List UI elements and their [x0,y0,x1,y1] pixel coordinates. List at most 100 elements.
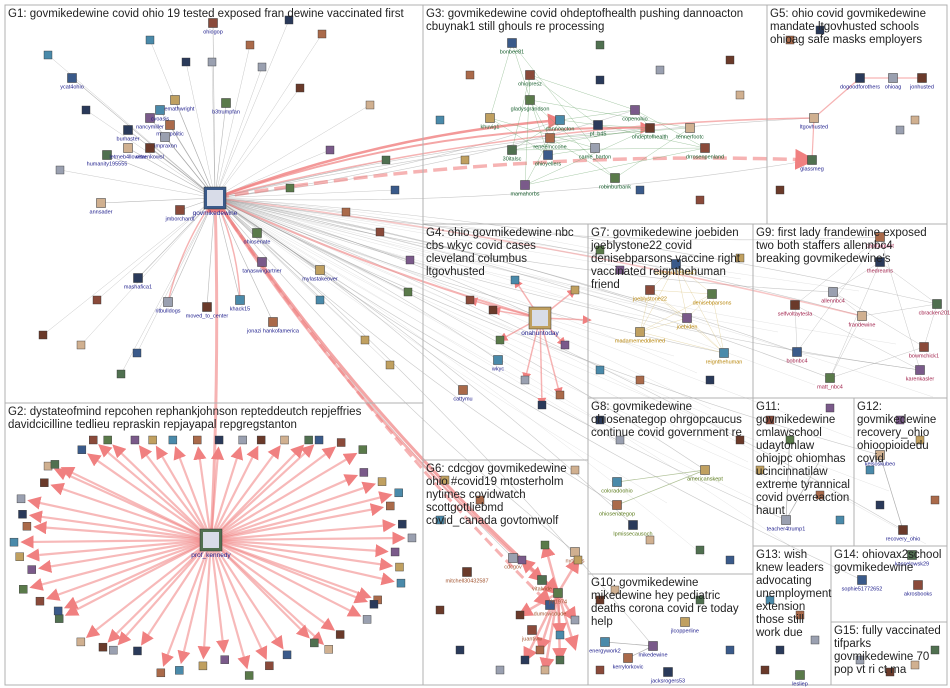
edge-38 [42,197,216,336]
edge-150 [155,445,212,541]
edge-115 [210,538,395,586]
node-label: reneemccone [533,145,566,151]
node-madamemeddlemed: madamemeddlemed [615,327,665,345]
node-avatar [252,228,262,238]
edge-53 [214,109,636,199]
edge-235 [711,293,725,354]
node-label: hartsara0252347 [655,271,697,277]
node-label: ohioag [885,85,902,91]
edge-55 [214,159,813,201]
leaf-node-45 [314,435,324,445]
edge-6 [137,197,216,279]
edge-249 [556,592,579,651]
leaf-node-5 [362,615,372,624]
leaf-node-148 [595,595,605,605]
edge-37 [59,169,216,199]
leaf-node-158 [435,605,445,615]
edge-114 [210,538,394,571]
leaf-node-129 [785,435,795,445]
edge-226 [675,263,688,319]
node-label: mikedewine [638,653,667,659]
node-avatar [663,667,673,677]
node-label: tanaswingartner [242,269,281,275]
node-label: matt_nbc4 [817,385,843,391]
leaf-node-50 [394,488,403,498]
node-mitchell30432587: mitchell30432587 [445,567,489,585]
leaf-node-14 [175,666,184,675]
edge-97 [214,197,661,321]
leaf-node-34 [89,435,98,445]
leaf-node-17 [109,645,118,655]
node-jonazi-hankofamerica: jonazi hankofamerica [246,317,300,335]
node-mylastakeover: mylastakeover [302,265,338,283]
node-mamahorbs: mamahorbs [510,180,540,198]
edge-125 [209,539,230,654]
node-mayapolitic: mayapolitic [156,120,184,138]
edge-94 [214,197,890,492]
node-recovery-ohio: recovery_ohio [886,525,920,543]
node-label: govmikedewine [193,210,238,217]
node-ohiosenategop: ohiosenategop [599,500,635,518]
leaf-node-115 [910,115,920,125]
node-avatar [123,143,133,153]
node-avatar [648,641,658,651]
edge-39 [80,197,216,346]
node-label: ohdeptofhealth [632,135,668,141]
leaf-node-0 [390,547,400,557]
leaf-node-101 [460,155,470,165]
node-label: nancymiller [136,125,164,131]
edge-112 [206,194,225,541]
leaf-node-76 [325,145,335,155]
node-avatar [635,327,645,337]
node-avatar [508,553,518,563]
edge-227 [639,263,677,333]
leaf-node-38 [168,435,178,445]
node-label: dumovicdude [534,612,567,618]
node-avatar [685,123,695,133]
node-layer: govmikedewinejmborchardtohiosenatetanasw… [9,15,950,688]
group-box-g7 [587,223,754,399]
node-label: jacksrogers53 [650,679,685,685]
node-label: lesliep [792,682,808,688]
node-label: dannoacton [546,127,575,133]
node-label: madamemeddlemed [615,339,665,345]
node-label: jmborchardt [164,217,195,223]
node-label: ltgovhusted [800,125,828,131]
leaf-node-134 [895,415,905,425]
node-label: jfe1974 [548,600,567,606]
node-label: prof_kennedy [191,552,231,559]
node-label: mamahorbs [510,192,539,198]
leaf-node-64 [405,255,415,265]
edge-36 [85,109,216,199]
edge-173 [524,74,531,186]
node-tennerfootc: tennerfootc [676,123,704,141]
leaf-node-110 [695,195,705,205]
leaf-node-80 [181,57,191,67]
edge-212 [832,261,881,293]
leaf-node-135 [915,435,925,445]
node-avatar [268,317,278,327]
leaf-node-27 [22,522,32,531]
leaf-node-114 [775,185,785,195]
leaf-node-104 [595,75,605,85]
edge-32 [214,197,411,261]
edge-184 [524,119,561,186]
edge-186 [549,137,616,179]
leaf-node-60 [381,155,391,165]
node-avatar [102,150,112,160]
edge-248 [552,592,568,663]
node-glassmeg: glassmeg [800,155,824,173]
edge-100 [214,197,772,480]
node-joebiden: joebiden [676,313,697,331]
leaf-node-19 [76,637,86,647]
edge-177 [559,109,636,121]
edge-207 [811,117,815,161]
node-label: teacher4trump1 [767,527,806,533]
node-label: annsader [90,210,113,216]
edge-219 [861,303,938,317]
node-avatar [875,450,885,460]
leaf-node-116 [595,245,605,255]
leaf-node-59 [365,100,375,110]
edge-25 [214,66,263,199]
node-cbracken20111: cbracken20111 [919,299,950,317]
